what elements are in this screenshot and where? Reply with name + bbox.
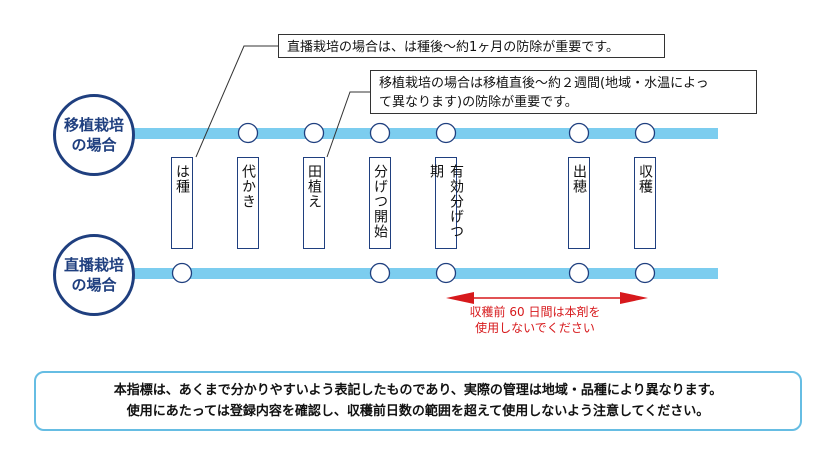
warning-line1: 収穫前 60 日間は本剤を	[469, 305, 601, 319]
stage-marker-transplant	[303, 122, 325, 144]
preharvest-warning: 収穫前 60 日間は本剤を 使用しないでください	[446, 304, 624, 336]
stage-label-box: 収穫	[634, 157, 656, 249]
transplant-callout-line2: て異なります)の防除が重要です。	[379, 95, 578, 110]
stage-label-box: は種	[171, 157, 193, 249]
transplant-callout-leader	[326, 91, 370, 158]
stage-marker-transplant	[634, 122, 656, 144]
direct-track-bar	[92, 268, 718, 279]
stage-marker-transplant	[435, 122, 457, 144]
stage-label-box: 出穂	[568, 157, 590, 249]
stage-marker-direct	[568, 262, 590, 284]
direct-seeding-callout-text: 直播栽培の場合は、は種後～約1ヶ月の防除が重要です。	[287, 40, 619, 55]
note-line2: 使用にあたっては登録内容を確認し、収穫前日数の範囲を超えて使用しないよう注意して…	[126, 404, 710, 419]
warning-arrow-left	[446, 292, 474, 304]
stage-marker-direct	[634, 262, 656, 284]
transplant-track-label: 移植栽培 の場合	[53, 94, 135, 176]
direct-label-line2: の場合	[71, 276, 117, 294]
transplant-callout-line1: 移植栽培の場合は移植直後～約２週間(地域・水温によっ	[379, 76, 709, 91]
stage-marker-direct	[171, 262, 193, 284]
stage-label-box: 分げつ開始	[369, 157, 391, 249]
stage-marker-transplant	[237, 122, 259, 144]
stage-label-box: 田植え	[303, 157, 325, 249]
direct-seeding-callout: 直播栽培の場合は、は種後～約1ヶ月の防除が重要です。	[278, 34, 665, 58]
transplant-track-bar	[92, 128, 718, 139]
direct-track-label: 直播栽培 の場合	[53, 234, 135, 316]
transplant-label-line2: の場合	[71, 136, 117, 154]
stage-label-box: 有効分げつ期	[428, 157, 464, 249]
direct-callout-leader	[195, 45, 278, 158]
stage-marker-transplant	[568, 122, 590, 144]
stage-label-box: 代かき	[237, 157, 259, 249]
warning-line2: 使用しないでください	[475, 321, 595, 335]
warning-arrow-right	[620, 292, 648, 304]
transplant-label-line1: 移植栽培	[63, 116, 124, 134]
transplant-callout: 移植栽培の場合は移植直後～約２週間(地域・水温によっ て異なります)の防除が重要…	[370, 70, 757, 114]
direct-label-line1: 直播栽培	[63, 256, 124, 274]
stage-marker-direct	[435, 262, 457, 284]
stage-marker-transplant	[369, 122, 391, 144]
stage-marker-direct	[369, 262, 391, 284]
disclaimer-note: 本指標は、あくまで分かりやすいよう表記したものであり、実際の管理は地域・品種によ…	[34, 371, 802, 431]
note-line1: 本指標は、あくまで分かりやすいよう表記したものであり、実際の管理は地域・品種によ…	[113, 383, 723, 398]
